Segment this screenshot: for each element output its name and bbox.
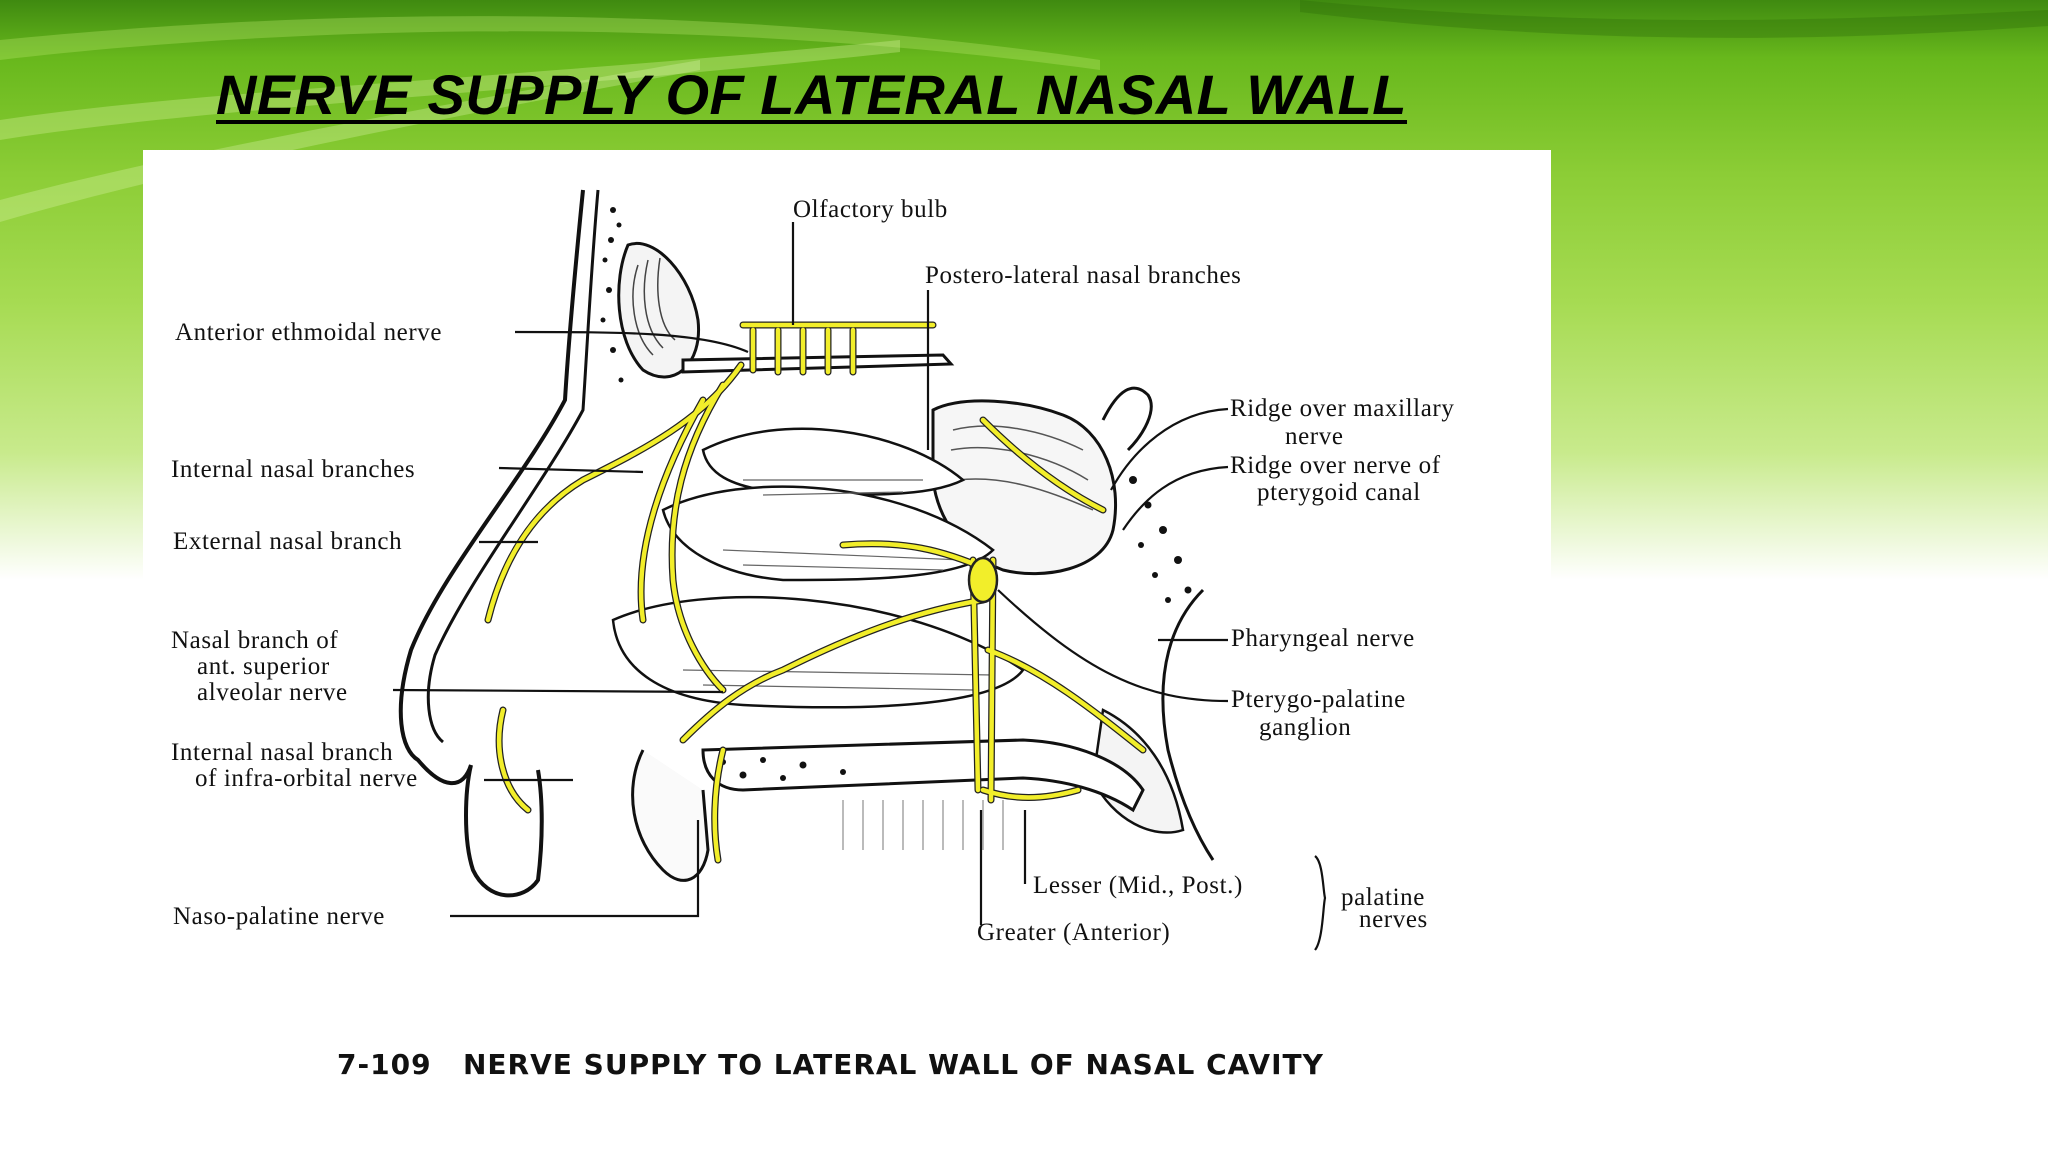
label-naso-palatine-nerve: Naso-palatine nerve: [173, 903, 385, 930]
label-ridge-maxillary-line1: Ridge over maxillary: [1230, 395, 1454, 422]
label-palatine-line1: palatine: [1341, 884, 1425, 911]
label-olfactory-bulb: Olfactory bulb: [793, 196, 948, 223]
band-streaks: [0, 0, 2048, 222]
label-pharyngeal-nerve: Pharyngeal nerve: [1231, 625, 1415, 652]
label-greater-palatine: Greater (Anterior): [977, 919, 1170, 946]
label-pterygo-palatine-line2: ganglion: [1259, 714, 1351, 741]
nasal-anatomy-illustration: [398, 189, 1215, 898]
anatomy-figure-panel: Olfactory bulb Postero-lateral nasal bra…: [143, 150, 1551, 1130]
label-nasal-branch-line2: ant. superior: [197, 653, 330, 680]
label-pterygo-palatine-line1: Pterygo-palatine: [1231, 686, 1406, 713]
label-infra-orbital-line2: of infra-orbital nerve: [195, 765, 418, 792]
leader-lines: [392, 222, 1327, 951]
slide-title: NERVE SUPPLY OF LATERAL NASAL WALL: [216, 63, 1408, 126]
label-nasal-branch-line1: Nasal branch of: [171, 627, 338, 654]
figure-caption-text: NERVE SUPPLY TO LATERAL WALL OF NASAL CA…: [463, 1048, 1324, 1081]
label-postero-lateral-nasal-branches: Postero-lateral nasal branches: [925, 262, 1242, 289]
label-lesser-palatine: Lesser (Mid., Post.): [1033, 872, 1243, 899]
label-infra-orbital-line1: Internal nasal branch: [171, 739, 393, 766]
label-palatine-line2: nerves: [1359, 906, 1428, 933]
label-ridge-pterygoid-line2: pterygoid canal: [1257, 479, 1421, 506]
label-anterior-ethmoidal-nerve: Anterior ethmoidal nerve: [175, 319, 442, 346]
diagram-labels: Olfactory bulb Postero-lateral nasal bra…: [171, 196, 1454, 946]
label-nasal-branch-line3: alveolar nerve: [197, 679, 348, 706]
label-internal-nasal-branches: Internal nasal branches: [171, 456, 415, 483]
nasal-wall-diagram: Olfactory bulb Postero-lateral nasal bra…: [171, 189, 1454, 1081]
label-ridge-maxillary-line2: nerve: [1285, 423, 1344, 450]
figure-caption-number: 7-109: [337, 1048, 432, 1081]
label-ridge-pterygoid-line1: Ridge over nerve of: [1230, 452, 1441, 479]
label-external-nasal-branch: External nasal branch: [173, 528, 402, 555]
